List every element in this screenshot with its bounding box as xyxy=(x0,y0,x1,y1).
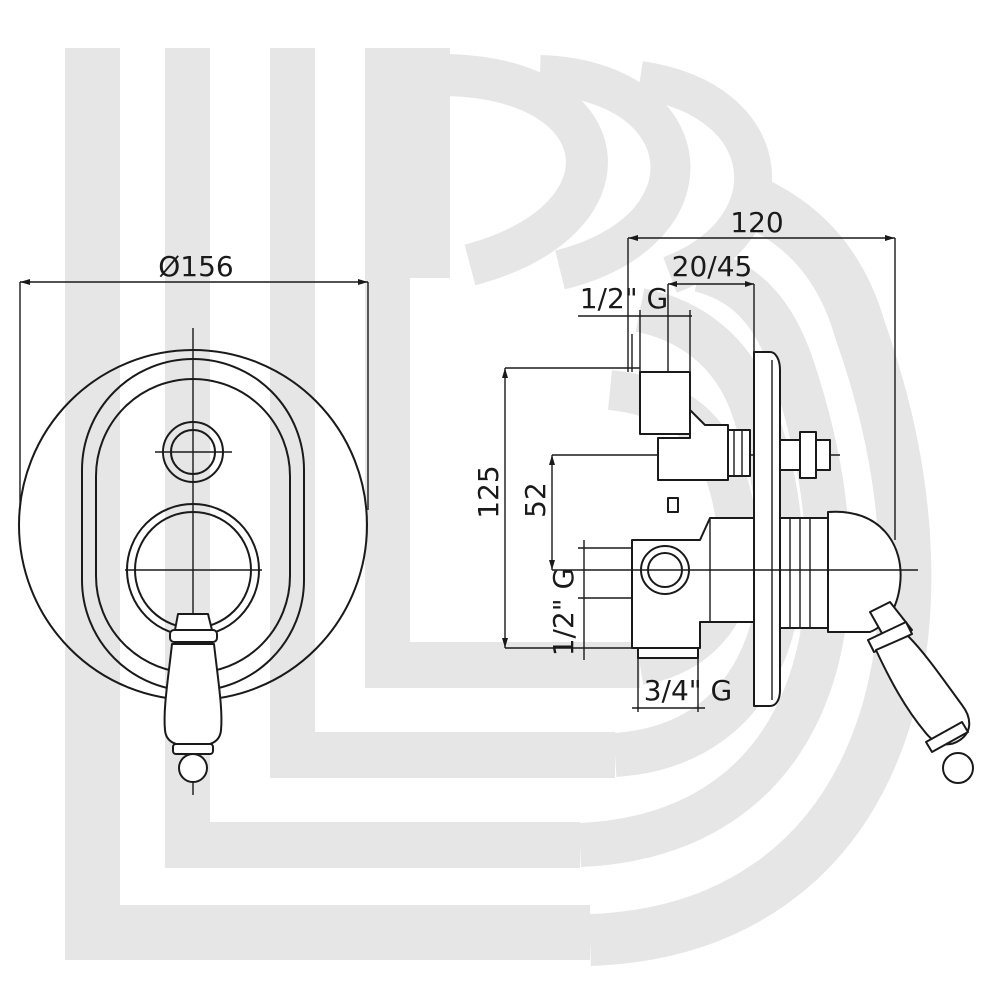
side-inlet-label: 1/2" G xyxy=(547,568,580,657)
top-inlet-dimension: 1/2" G xyxy=(578,282,692,372)
lever-handle xyxy=(163,613,223,783)
adjust-dimension: 20/45 xyxy=(667,250,755,430)
diverter-knob xyxy=(162,421,224,483)
top-inlet-label: 1/2" G xyxy=(580,282,669,315)
depth-dimension: 120 xyxy=(627,206,896,540)
depth-label: 120 xyxy=(730,206,783,239)
adjust-label: 20/45 xyxy=(672,250,753,283)
diverter-spindle xyxy=(779,431,831,479)
offset-label: 52 xyxy=(519,482,552,518)
bottom-outlet-label: 3/4" G xyxy=(644,674,733,707)
mixer-shroud xyxy=(779,510,902,633)
b-letter-logo-watermark xyxy=(65,48,932,966)
side-inlet-dimension: 1/2" G xyxy=(547,540,640,660)
side-lever-handle xyxy=(867,601,974,784)
front-view: Ø156 xyxy=(18,250,369,795)
diameter-dimension: Ø156 xyxy=(19,250,369,510)
bottom-outlet-dimension: 3/4" G xyxy=(632,655,732,712)
wall-plate xyxy=(753,351,781,707)
diameter-label: Ø156 xyxy=(158,250,233,283)
height-label: 125 xyxy=(472,465,505,518)
side-view: 120 20/45 1/2" G 125 xyxy=(472,206,974,784)
height-dimension: 125 xyxy=(472,367,640,649)
